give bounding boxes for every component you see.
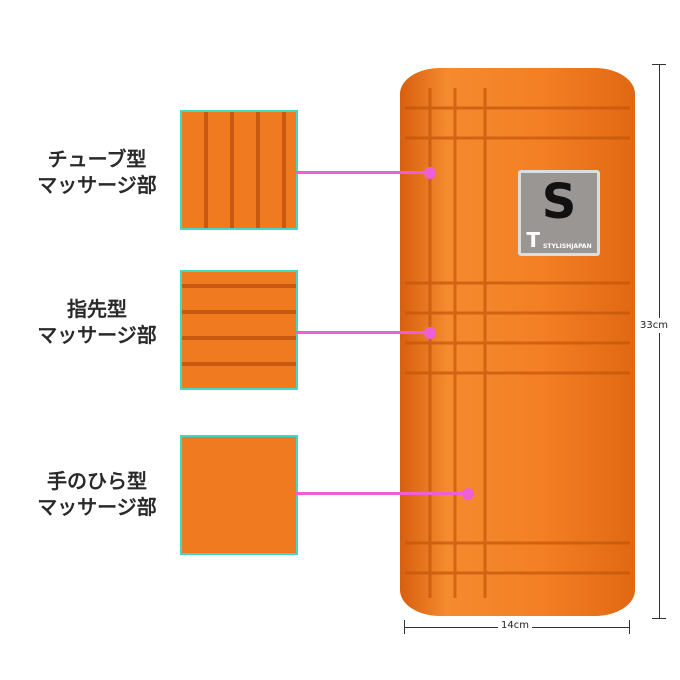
detail-image-finger (180, 270, 298, 390)
pointer-line (296, 171, 428, 174)
logo-letter: S (541, 174, 577, 230)
height-label: 33cm (640, 318, 668, 333)
roller-grooves (405, 88, 630, 598)
label-line: チューブ型 (47, 147, 147, 171)
label-line: マッサージ部 (37, 323, 157, 347)
logo-small-letter: T (526, 228, 541, 252)
callout-label-palm: 手のひら型マッサージ部 (12, 468, 182, 520)
brand-logo: S T STYLISHJAPAN (518, 170, 600, 256)
logo-brand: STYLISHJAPAN (543, 243, 592, 250)
pointer-line (296, 492, 466, 495)
callout-label-tube: チューブ型マッサージ部 (12, 146, 182, 198)
callout-label-finger: 指先型マッサージ部 (12, 296, 182, 348)
pointer-dot (424, 167, 436, 179)
label-line: マッサージ部 (37, 495, 157, 519)
label-line: 手のひら型 (47, 469, 147, 493)
pointer-dot (462, 488, 474, 500)
logo-bottom-row: T STYLISHJAPAN (526, 227, 591, 251)
width-tick (404, 620, 405, 634)
width-label: 14cm (498, 620, 532, 631)
detail-image-tube (180, 110, 298, 230)
width-tick (629, 620, 630, 634)
pointer-line (296, 331, 428, 334)
pointer-dot (424, 327, 436, 339)
height-dimension-line (659, 64, 660, 619)
foam-roller (400, 68, 635, 616)
detail-image-palm (180, 435, 298, 555)
height-tick (652, 64, 666, 65)
label-line: マッサージ部 (37, 173, 157, 197)
label-line: 指先型 (67, 297, 127, 321)
height-tick (652, 618, 666, 619)
